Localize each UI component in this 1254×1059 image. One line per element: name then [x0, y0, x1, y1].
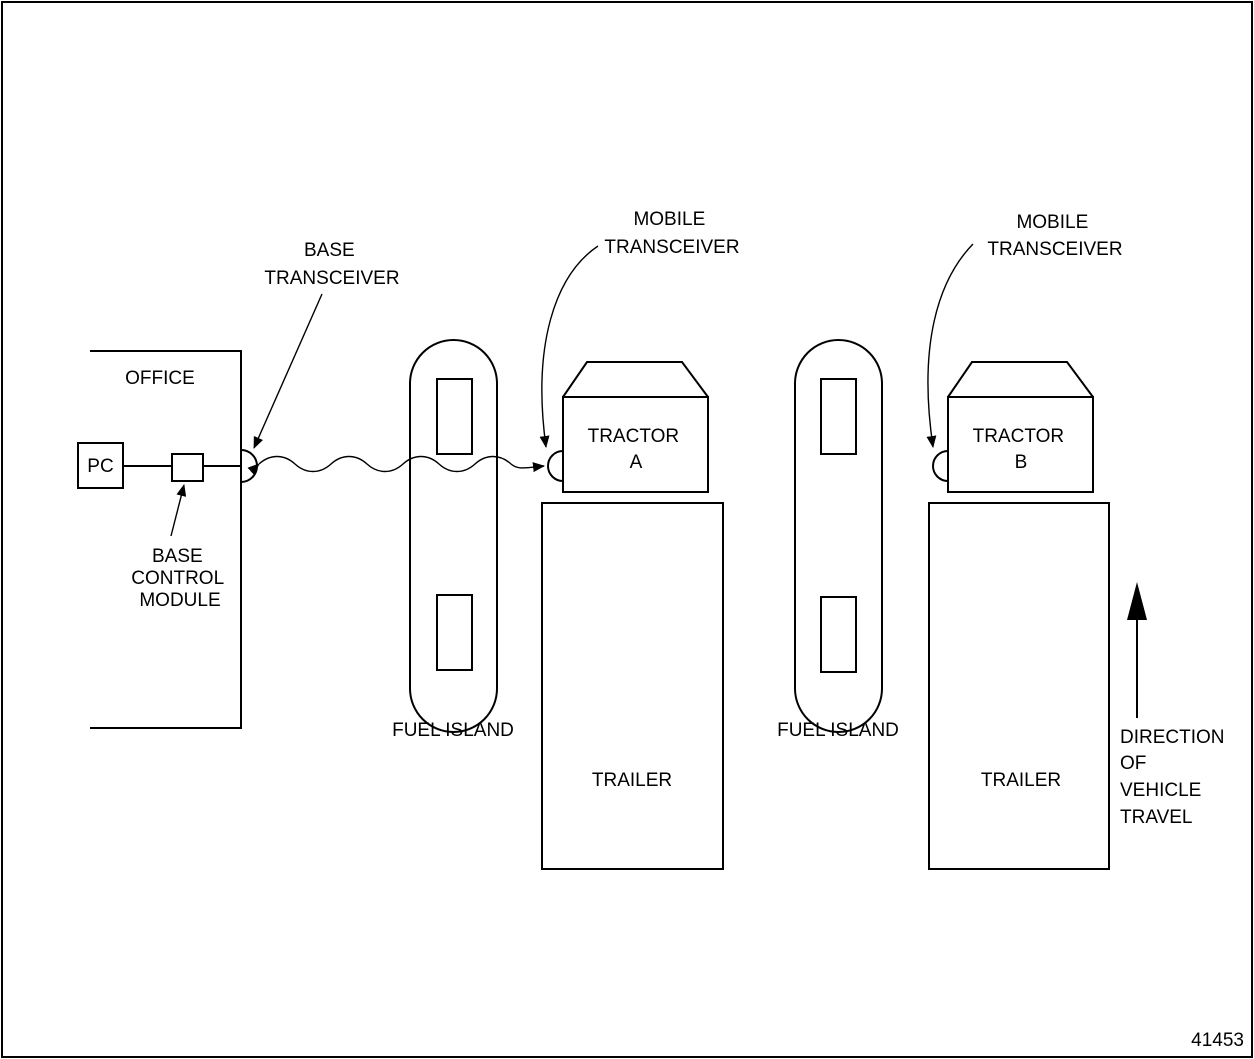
base-control-module-label: BASE CONTROL MODULE — [131, 546, 228, 611]
fuel-island-1: FUEL ISLAND — [392, 339, 514, 741]
fuel-island-outline — [409, 339, 498, 733]
fuel-pump — [436, 378, 473, 455]
direction-arrow-head — [1127, 582, 1147, 620]
fuel-island-label: FUEL ISLAND — [777, 720, 899, 741]
vehicle-b: TRACTOR B TRAILER MOBILE TRANSCEIVER — [926, 212, 1123, 870]
tractor-label: TRACTOR B — [973, 426, 1070, 473]
tractor-cab — [947, 361, 1094, 398]
base-transceiver-antenna — [240, 449, 258, 483]
office-label: OFFICE — [125, 368, 195, 389]
trailer — [928, 502, 1110, 870]
fuel-island-2: FUEL ISLAND — [777, 339, 899, 741]
vehicle-a: TRACTOR A TRAILER MOBILE TRANSCEIVER — [539, 209, 740, 870]
pc-label: PC — [87, 456, 113, 477]
direction-of-travel: DIRECTION OF VEHICLE TRAVEL — [1120, 582, 1230, 828]
mobile-transceiver-pointer — [926, 243, 974, 448]
mobile-transceiver-label: MOBILE TRANSCEIVER — [604, 209, 739, 258]
tractor-body — [562, 396, 709, 493]
trailer-label: TRAILER — [981, 770, 1061, 791]
mobile-transceiver-antenna — [547, 450, 564, 482]
mobile-transceiver-label: MOBILE TRANSCEIVER — [987, 212, 1122, 260]
trailer — [541, 502, 724, 870]
base-transceiver-label: BASE TRANSCEIVER — [264, 240, 399, 289]
tractor-cab — [562, 361, 709, 398]
fuel-pump — [436, 594, 473, 671]
base-control-module-pointer — [170, 484, 187, 537]
trailer-label: TRAILER — [592, 770, 672, 791]
base-control-module-box — [171, 453, 204, 482]
fuel-pump — [820, 596, 857, 673]
figure-number: 41453 — [1191, 1030, 1244, 1051]
direction-label: DIRECTION OF VEHICLE TRAVEL — [1120, 727, 1230, 828]
fuel-island-outline — [794, 339, 883, 733]
tractor-body — [947, 396, 1094, 493]
mobile-transceiver-antenna — [932, 450, 949, 482]
mobile-transceiver-pointer — [539, 245, 599, 448]
fuel-island-label: FUEL ISLAND — [392, 720, 514, 741]
fuel-pump — [820, 378, 857, 455]
office: OFFICE PC BASE CONTROL MODULE BASE TRANS… — [77, 240, 400, 729]
tractor-label: TRACTOR A — [588, 426, 685, 473]
base-transceiver-pointer — [253, 293, 323, 449]
rf-link-wave — [247, 455, 545, 476]
office-wall — [90, 350, 242, 729]
